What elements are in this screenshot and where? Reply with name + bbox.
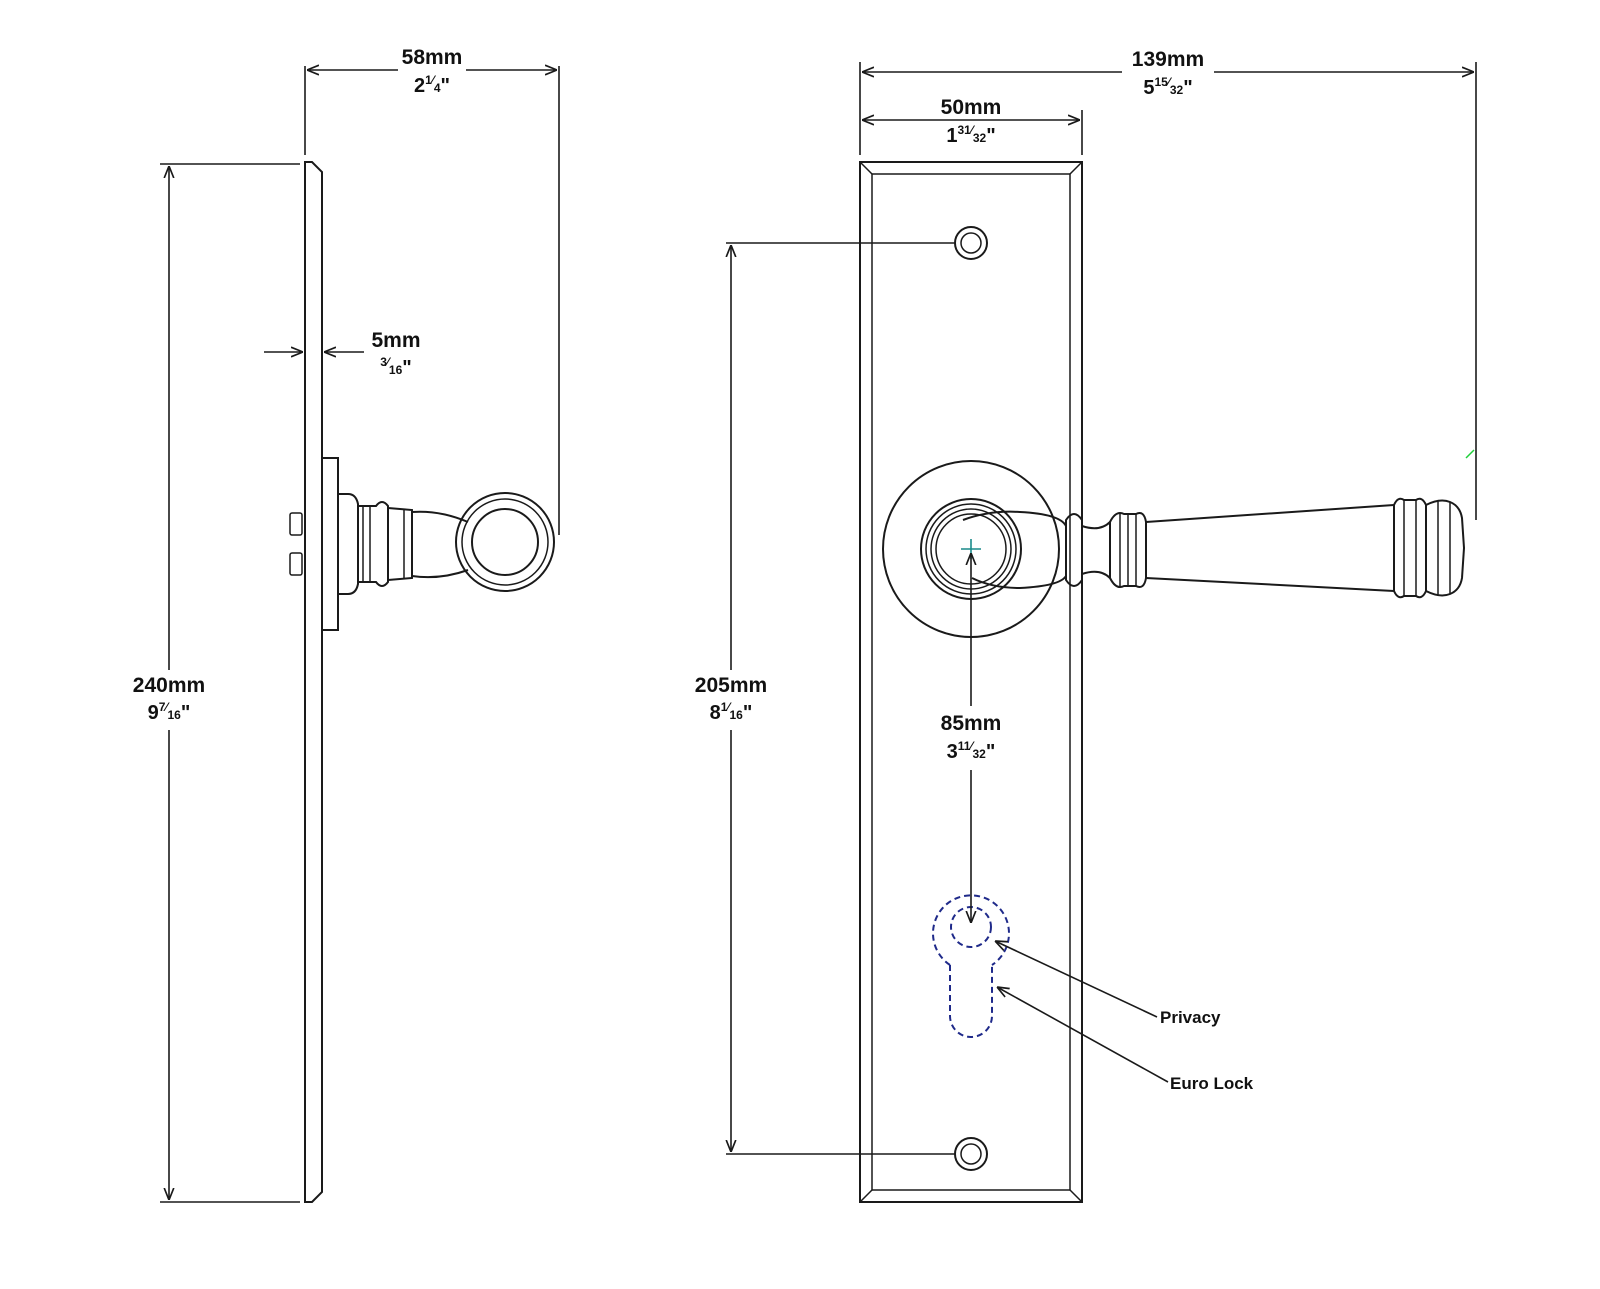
front-backplate <box>859 161 1083 1203</box>
side-view <box>289 161 555 1203</box>
dim-backset-mm: 85mm <box>941 712 1002 735</box>
dim-height-in: 97⁄16" <box>148 700 191 724</box>
dim-backset-in: 311⁄32" <box>947 739 996 763</box>
side-lug-bottom <box>289 552 303 576</box>
screw-bottom <box>954 1137 988 1171</box>
dim-projection-in: 21⁄4" <box>414 73 450 97</box>
dim-fixing-centres-mm: 205mm <box>695 674 767 697</box>
dim-plate-width-mm: 50mm <box>941 96 1002 119</box>
callout-privacy: Privacy <box>1160 1008 1221 1027</box>
dimension-labels: 58mm 21⁄4" 5mm 3⁄16" 240mm 97⁄16" 139mm … <box>133 46 1254 1093</box>
front-view <box>859 161 1466 1203</box>
side-lug-top <box>289 512 303 536</box>
dim-thickness-in: 3⁄16" <box>380 355 412 379</box>
side-lever-end <box>455 492 555 592</box>
front-backplate-bevel <box>871 173 1071 1191</box>
dim-fixing-centres-in: 81⁄16" <box>710 700 753 724</box>
dim-height-mm: 240mm <box>133 674 205 697</box>
dim-thickness-mm: 5mm <box>371 329 420 352</box>
side-lever-neck <box>338 493 469 595</box>
dimension-lines <box>160 62 1477 1203</box>
side-rose <box>321 457 339 631</box>
callout-euro-lock: Euro Lock <box>1170 1074 1254 1093</box>
dim-overall-width-mm: 139mm <box>1132 48 1204 71</box>
dim-projection-mm: 58mm <box>402 46 463 69</box>
dim-overall-width-in: 515⁄32" <box>1143 75 1192 99</box>
front-lever <box>962 497 1466 599</box>
side-backplate <box>304 161 323 1203</box>
dim-plate-width-in: 131⁄32" <box>946 123 995 147</box>
screw-top <box>954 226 988 260</box>
